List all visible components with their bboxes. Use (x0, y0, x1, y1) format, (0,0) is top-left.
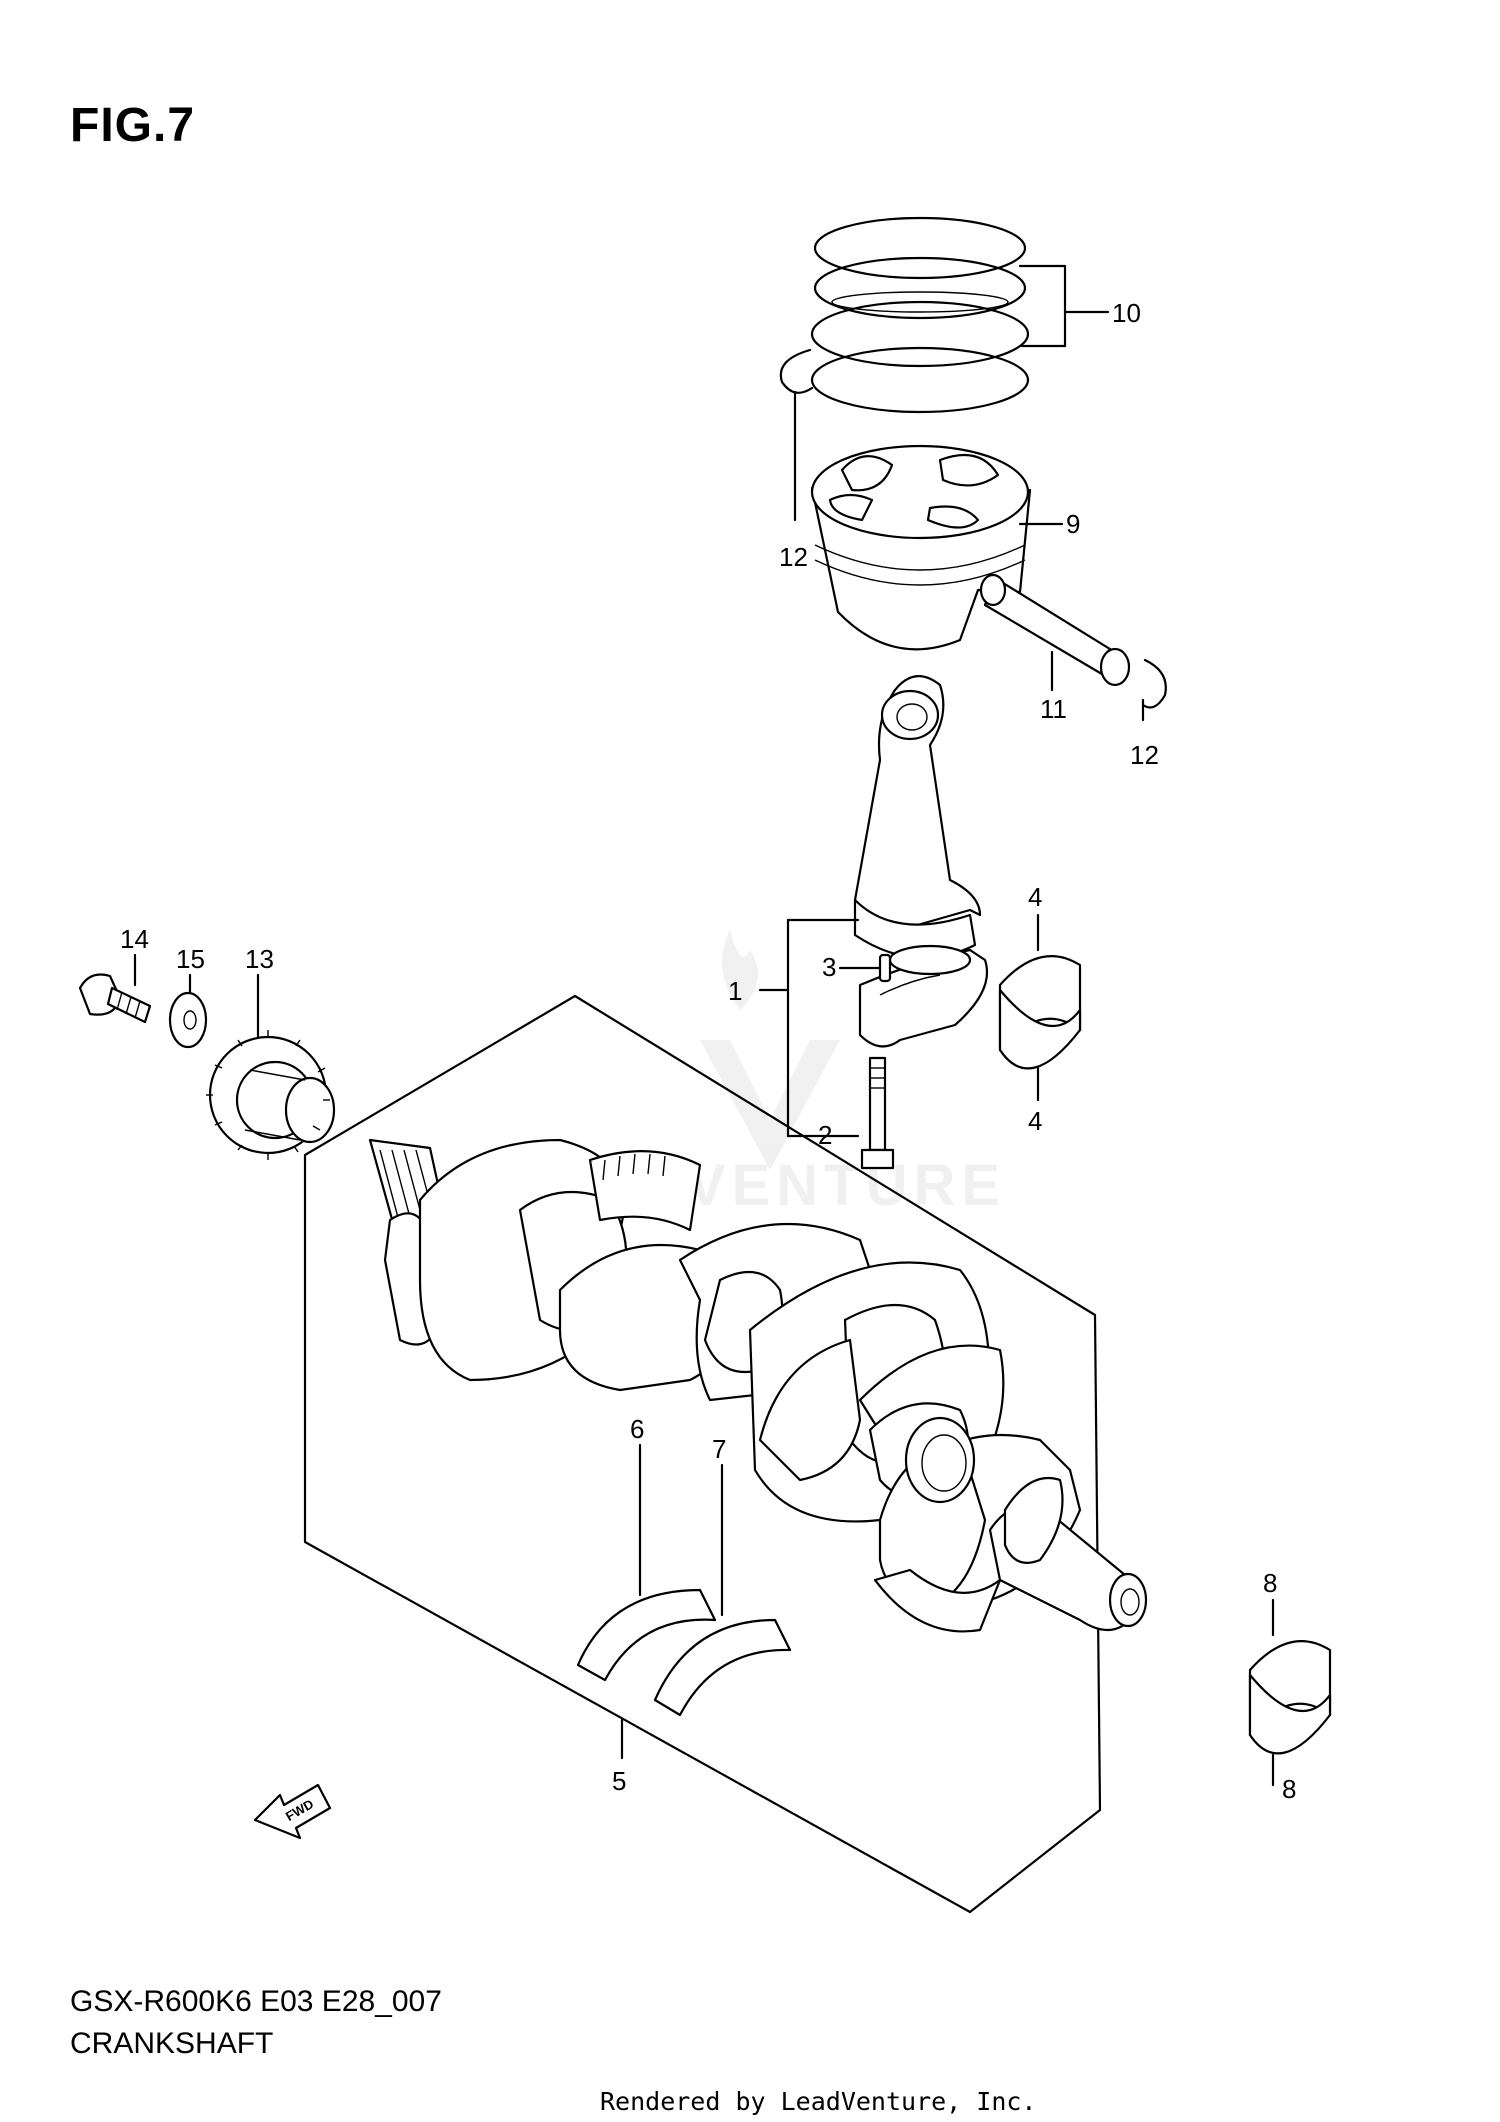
callout-8-upper[interactable]: 8 (1263, 1568, 1277, 1598)
render-credit: Rendered by LeadVenture, Inc. (600, 2087, 1037, 2116)
callout-1[interactable]: 1 (728, 976, 742, 1006)
piston[interactable] (810, 444, 1064, 651)
piston-pin-circlip-upper[interactable] (779, 348, 814, 522)
crankshaft-main-bearing[interactable] (1248, 1598, 1332, 1787)
figure-title: FIG.7 (70, 99, 196, 152)
piston-rings[interactable] (810, 216, 1110, 414)
callout-2[interactable]: 2 (818, 1120, 832, 1150)
callout-4-upper[interactable]: 4 (1028, 882, 1042, 912)
callout-6[interactable]: 6 (630, 1414, 644, 1444)
piston-pin[interactable] (979, 573, 1131, 692)
forward-direction-arrow: FWD (253, 1783, 332, 1840)
callout-11[interactable]: 11 (1040, 694, 1067, 724)
callout-9[interactable]: 9 (1066, 509, 1080, 539)
model-code: GSX-R600K6 E03 E28_007 (70, 1985, 442, 2018)
callout-7[interactable]: 7 (712, 1434, 726, 1464)
washer[interactable] (168, 973, 208, 1049)
thrust-bearing-right[interactable] (653, 1463, 792, 1717)
connecting-rod-cap[interactable] (858, 944, 989, 1048)
callout-13[interactable]: 13 (245, 944, 274, 974)
callout-10[interactable]: 10 (1112, 298, 1141, 328)
callout-14[interactable]: 14 (120, 924, 149, 954)
callout-5[interactable]: 5 (612, 1766, 626, 1796)
crankshaft[interactable] (368, 1138, 1148, 1633)
dowel-pin[interactable] (878, 953, 892, 983)
piston-pin-circlip-lower[interactable] (1141, 658, 1167, 722)
callout-15[interactable]: 15 (176, 944, 205, 974)
section-name: CRANKSHAFT (70, 2027, 274, 2060)
crank-sprocket[interactable] (206, 973, 336, 1160)
callout-8-lower[interactable]: 8 (1282, 1774, 1296, 1804)
callout-4-lower[interactable]: 4 (1028, 1106, 1042, 1136)
connecting-rod-bearing[interactable] (998, 913, 1082, 1102)
connecting-rod[interactable] (853, 675, 982, 959)
callout-3[interactable]: 3 (822, 952, 836, 982)
flange-bolt[interactable] (78, 953, 152, 1024)
crankshaft-assembly-outline (303, 994, 1102, 1914)
connecting-rod-bolt[interactable] (860, 1056, 895, 1170)
callout-12-lower[interactable]: 12 (1130, 740, 1159, 770)
thrust-bearing-left[interactable] (576, 1443, 717, 1682)
callout-12-upper[interactable]: 12 (779, 542, 808, 572)
callout-bracket-1 (758, 918, 882, 1138)
